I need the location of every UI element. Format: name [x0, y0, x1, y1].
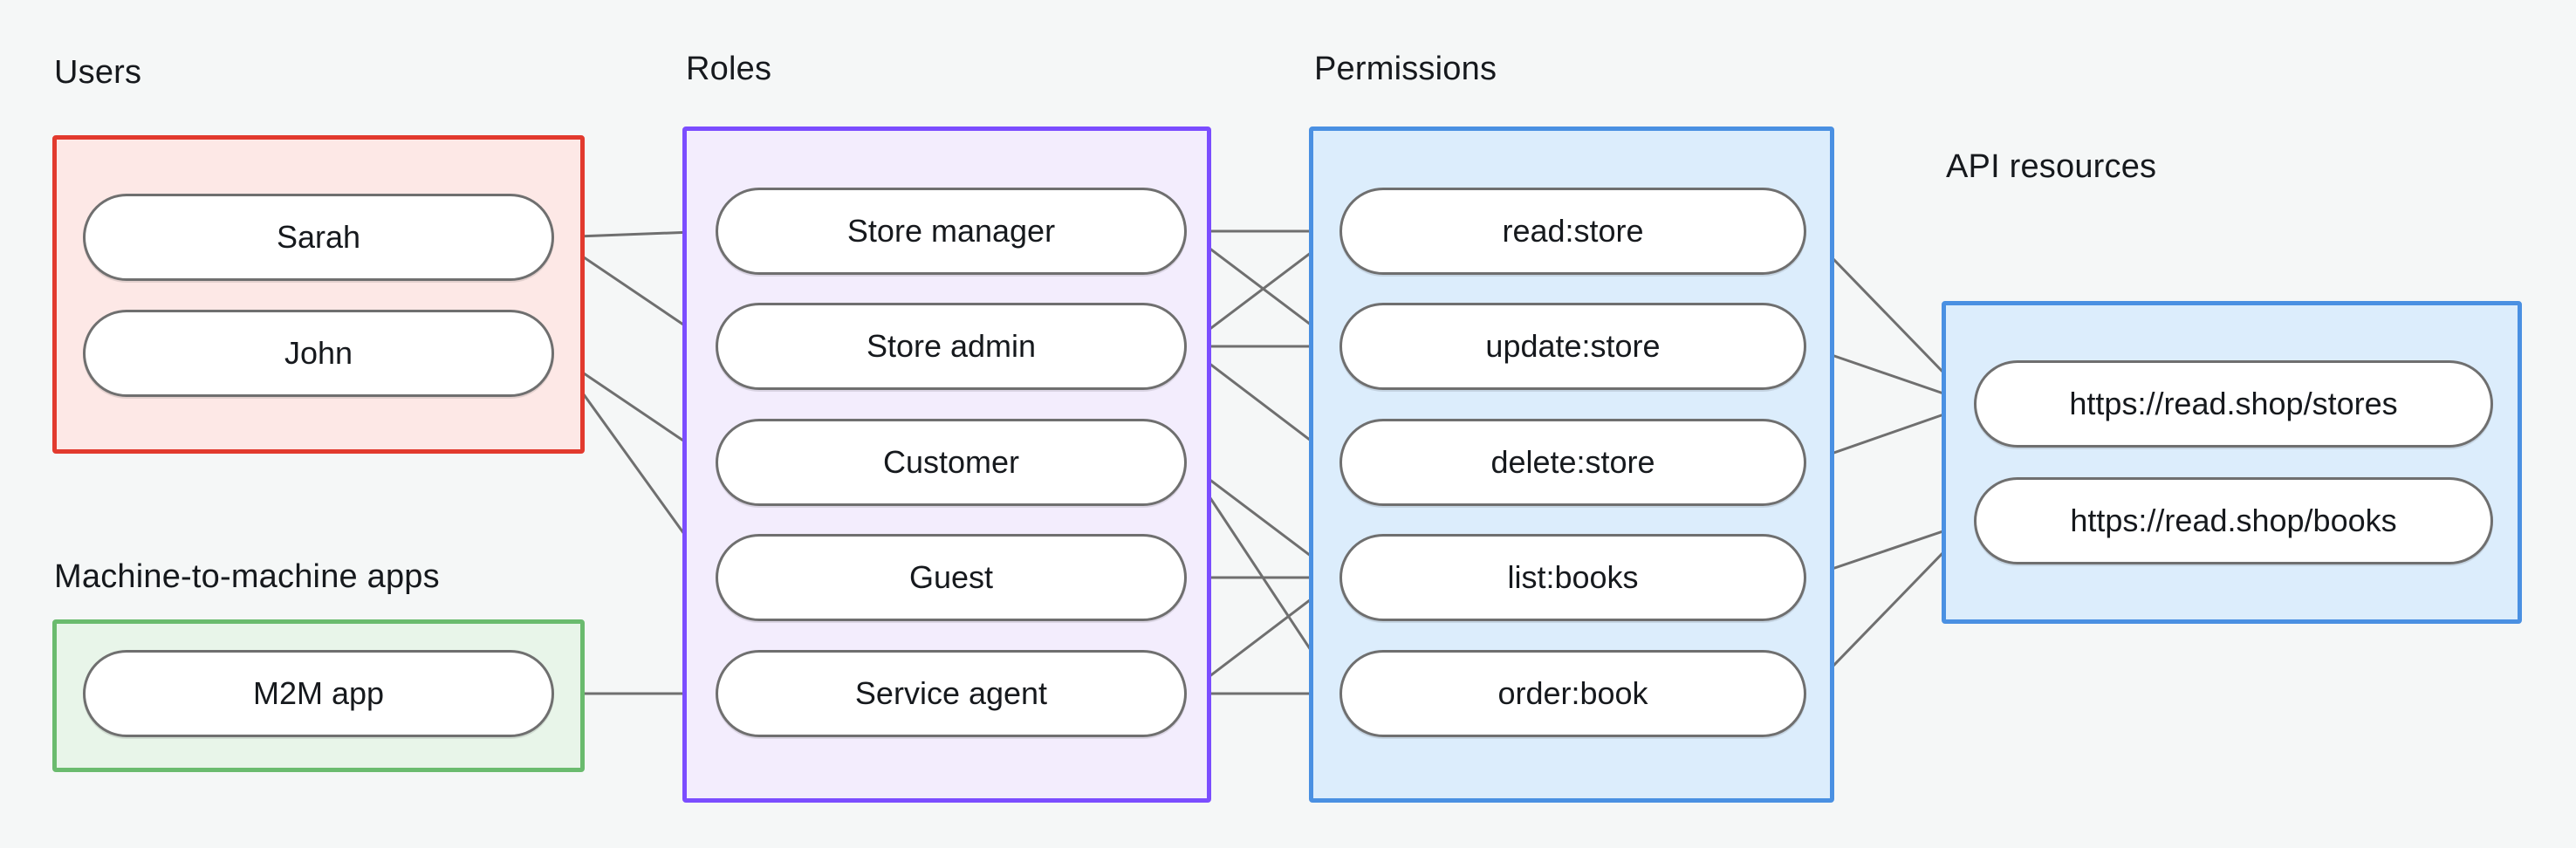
node-order_book[interactable]: order:book: [1339, 650, 1806, 737]
node-label-guest: Guest: [908, 559, 994, 595]
node-label-store_manager: Store manager: [846, 213, 1056, 249]
node-update_store[interactable]: update:store: [1339, 303, 1806, 390]
node-store_manager[interactable]: Store manager: [716, 188, 1187, 275]
node-label-sarah: Sarah: [276, 219, 361, 255]
node-guest[interactable]: Guest: [716, 534, 1187, 621]
node-label-customer: Customer: [882, 444, 1020, 480]
group-title-api: API resources: [1946, 148, 2157, 185]
group-box-api: [1942, 301, 2522, 624]
group-title-users: Users: [54, 54, 142, 91]
node-label-service_agent: Service agent: [854, 675, 1048, 711]
node-sarah[interactable]: Sarah: [83, 194, 554, 281]
node-label-res_books: https://read.shop/books: [2070, 503, 2397, 538]
node-read_store[interactable]: read:store: [1339, 188, 1806, 275]
group-title-permissions: Permissions: [1314, 51, 1497, 87]
node-label-store_admin: Store admin: [866, 328, 1037, 364]
node-customer[interactable]: Customer: [716, 419, 1187, 506]
node-label-order_book: order:book: [1497, 675, 1648, 711]
node-label-john: John: [284, 335, 353, 371]
node-delete_store[interactable]: delete:store: [1339, 419, 1806, 506]
node-label-update_store: update:store: [1485, 328, 1661, 364]
node-res_stores[interactable]: https://read.shop/stores: [1974, 360, 2493, 448]
node-store_admin[interactable]: Store admin: [716, 303, 1187, 390]
node-label-res_stores: https://read.shop/stores: [2069, 386, 2398, 421]
node-res_books[interactable]: https://read.shop/books: [1974, 477, 2493, 564]
node-john[interactable]: John: [83, 310, 554, 397]
node-label-list_books: list:books: [1507, 559, 1639, 595]
node-list_books[interactable]: list:books: [1339, 534, 1806, 621]
group-title-roles: Roles: [686, 51, 772, 87]
node-m2mapp[interactable]: M2M app: [83, 650, 554, 737]
group-box-users: [52, 135, 585, 454]
node-label-m2mapp: M2M app: [252, 675, 385, 711]
node-service_agent[interactable]: Service agent: [716, 650, 1187, 737]
node-label-delete_store: delete:store: [1490, 444, 1655, 480]
group-title-m2m: Machine-to-machine apps: [54, 558, 440, 595]
node-label-read_store: read:store: [1502, 213, 1644, 249]
